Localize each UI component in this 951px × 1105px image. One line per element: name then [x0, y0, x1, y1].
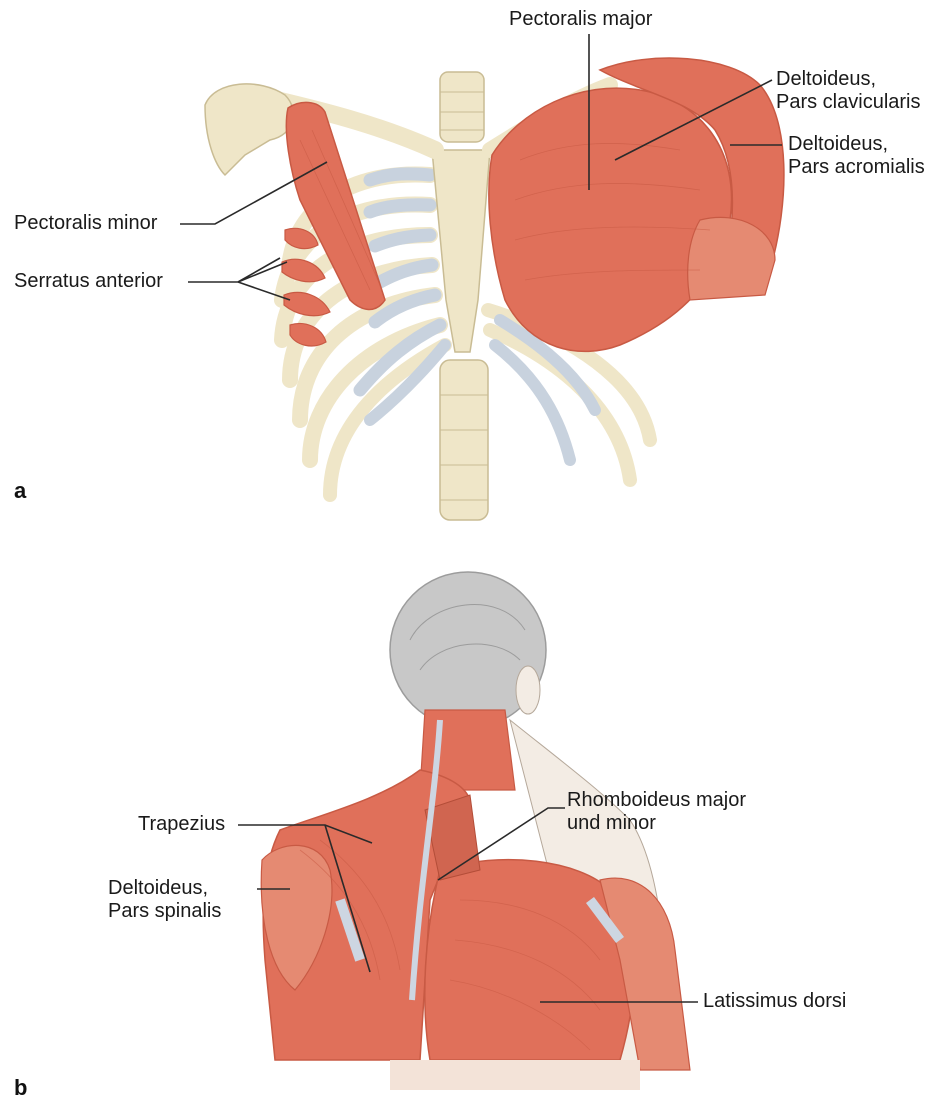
- label-rhomboideus: Rhomboideus major und minor: [567, 789, 746, 835]
- label-deltoideus-clavicularis-line2: Pars clavicularis: [776, 91, 920, 114]
- label-trapezius: Trapezius: [138, 813, 225, 836]
- lumbar-spine: [440, 360, 488, 520]
- ear: [516, 666, 540, 714]
- leader-serratus-anterior: [188, 258, 290, 300]
- label-deltoideus-clavicularis-line1: Deltoideus,: [776, 68, 920, 91]
- label-deltoideus-clavicularis: Deltoideus, Pars clavicularis: [776, 68, 920, 114]
- label-deltoideus-acromialis: Deltoideus, Pars acromialis: [788, 133, 925, 179]
- panel-b-letter: b: [14, 1075, 27, 1101]
- cervical-spine: [440, 72, 484, 142]
- label-deltoideus-spinalis-line2: Pars spinalis: [108, 900, 221, 923]
- label-pectoralis-minor: Pectoralis minor: [14, 212, 157, 235]
- label-rhomboideus-line1: Rhomboideus major: [567, 789, 746, 812]
- label-pectoralis-major: Pectoralis major: [509, 8, 652, 31]
- label-deltoideus-acromialis-line1: Deltoideus,: [788, 133, 925, 156]
- lower-back-skin: [390, 1060, 640, 1090]
- label-deltoideus-spinalis-line1: Deltoideus,: [108, 877, 221, 900]
- label-latissimus-dorsi: Latissimus dorsi: [703, 990, 846, 1013]
- label-rhomboideus-line2: und minor: [567, 812, 746, 835]
- panel-a-letter: a: [14, 478, 26, 504]
- label-serratus-anterior: Serratus anterior: [14, 270, 163, 293]
- left-shoulder-bone: [205, 84, 293, 175]
- pectoralis-major-muscle: [489, 88, 732, 351]
- label-deltoideus-acromialis-line2: Pars acromialis: [788, 156, 925, 179]
- label-deltoideus-spinalis: Deltoideus, Pars spinalis: [108, 877, 221, 923]
- panel-a-illustration: [205, 58, 784, 520]
